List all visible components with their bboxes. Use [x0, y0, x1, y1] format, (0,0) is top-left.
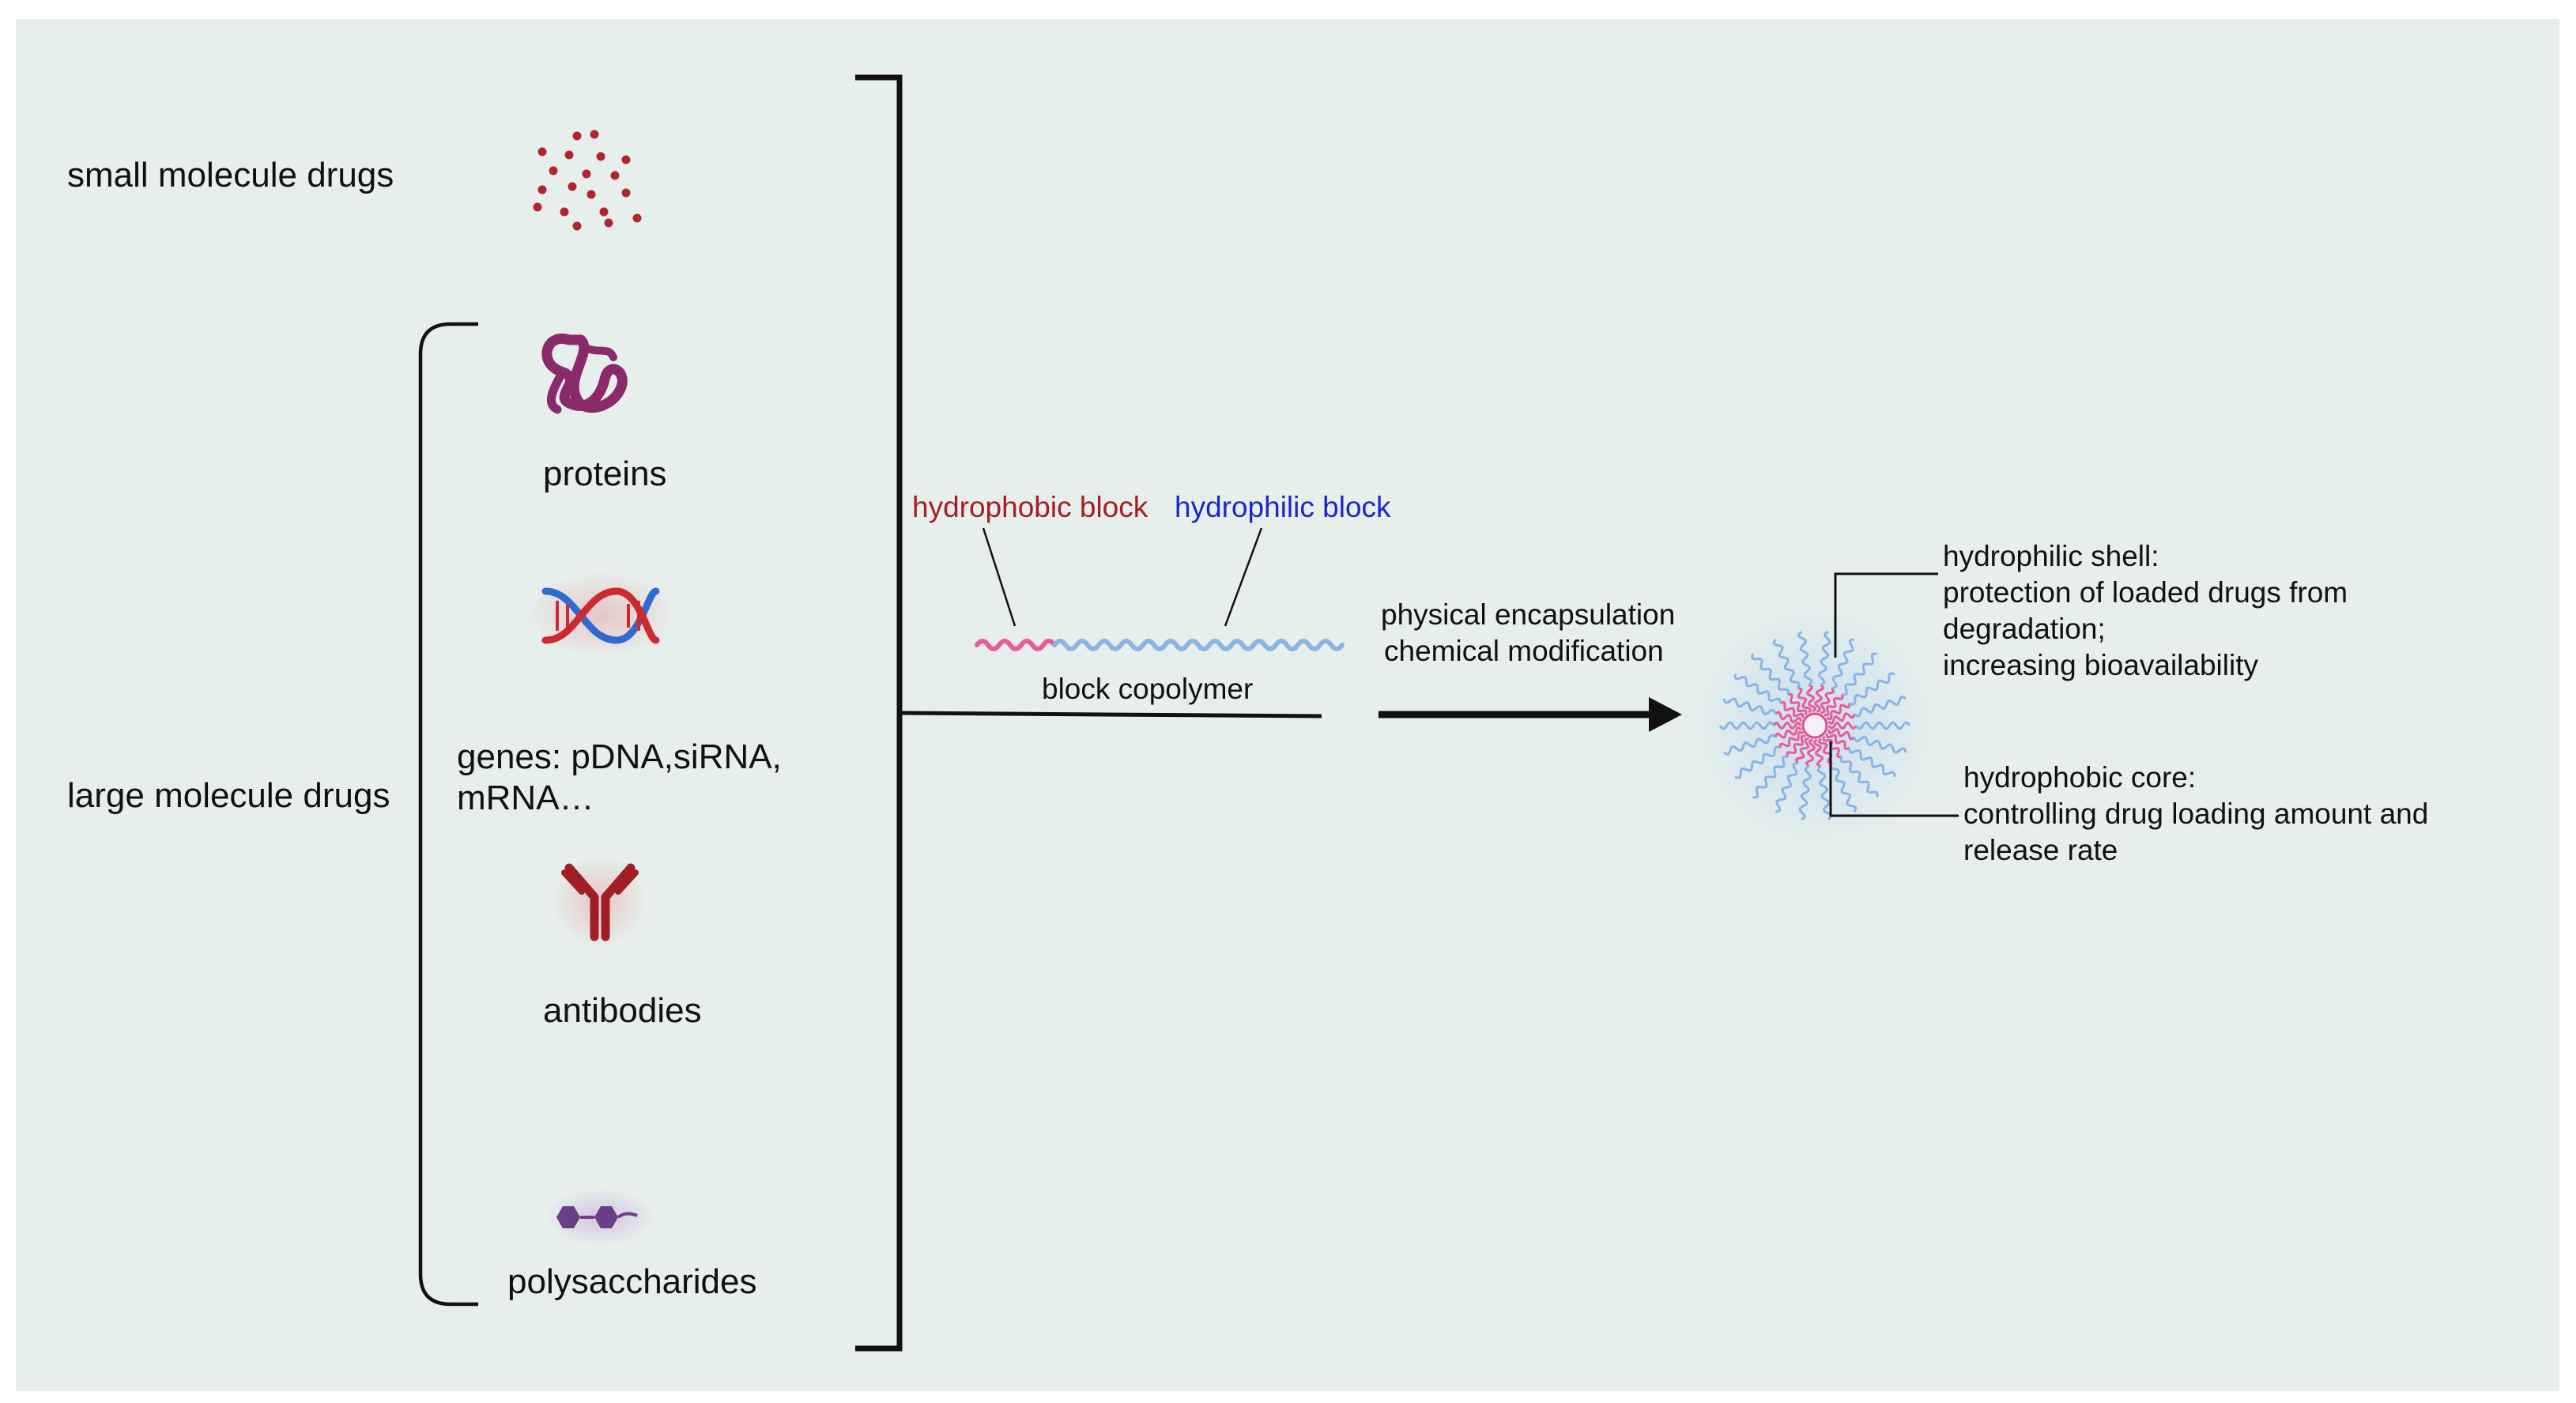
small-molecule-dots-icon — [533, 130, 642, 231]
shell-line3: increasing bioavailability — [1943, 649, 2258, 681]
micelle-core-chain — [1827, 728, 1855, 741]
hydrophilic-pointer-line — [1224, 527, 1263, 627]
core-line1: controlling drug loading amount and — [1963, 798, 2428, 830]
core-title: hydrophobic core: — [1963, 761, 2196, 794]
micelle-shell-chain — [1772, 639, 1801, 689]
shell-callout-line — [1834, 572, 1938, 658]
small-molecule-drugs-label: small molecule drugs — [67, 156, 394, 194]
micelle-core-chain — [1775, 711, 1803, 723]
micelle-shell-chain — [1775, 761, 1798, 813]
micelle-core-chain — [1797, 687, 1812, 714]
micelle-shell-chain — [1818, 630, 1831, 686]
genes-label-line2: mRNA… — [457, 779, 594, 817]
micelle-core-chain — [1824, 694, 1844, 717]
micelle-core-chain — [1818, 737, 1833, 764]
micelle-shell-chain — [1734, 745, 1781, 779]
micelle-shell-chain — [1718, 721, 1775, 730]
micelle-core-chain — [1825, 733, 1850, 750]
large-molecule-bracket — [418, 322, 478, 1307]
polysaccharides-label: polysaccharides — [507, 1262, 757, 1301]
micelle-core-chain — [1786, 734, 1806, 757]
micelle-shell-chain — [1849, 672, 1895, 706]
process-label-line1: physical encapsulation — [1381, 598, 1675, 631]
micelle-core-chain — [1812, 738, 1824, 768]
process-label-line2: chemical modification — [1384, 635, 1664, 667]
micelle-icon — [1688, 599, 1941, 852]
shell-line2: degradation; — [1943, 613, 2106, 645]
micelle-core-chain — [1795, 737, 1809, 764]
hydrophilic-block-label: hydrophilic block — [1175, 491, 1391, 523]
bracket-connector-line — [899, 711, 1322, 718]
hydrophobic-pointer-line — [982, 527, 1016, 627]
micelle-core-chain — [1826, 703, 1851, 721]
micelle-shell-chain — [1853, 696, 1907, 718]
micelle-shell-chain — [1733, 673, 1782, 704]
hydrophobic-block-label: hydrophobic block — [912, 491, 1148, 523]
micelle-core-chain — [1774, 726, 1802, 739]
micelle-core-chain — [1778, 730, 1804, 749]
micelle-shell-chain — [1839, 756, 1879, 798]
micelle-shell-chain — [1798, 765, 1812, 821]
micelle-shell-chain — [1751, 654, 1790, 696]
micelle-shell-chain — [1848, 747, 1896, 778]
micelle-core-chain — [1806, 684, 1817, 713]
micelle-shell-chain — [1752, 755, 1788, 799]
background-panel — [16, 19, 2559, 1391]
antibodies-label: antibodies — [543, 991, 702, 1030]
process-arrow-head — [1649, 697, 1682, 732]
micelle-core-chain — [1772, 721, 1802, 730]
micelle-core-chain — [1827, 721, 1858, 730]
shell-title: hydrophilic shell: — [1943, 540, 2159, 572]
micelle-core-chain — [1820, 687, 1835, 715]
antibody-icon — [552, 854, 647, 949]
large-molecule-drugs-label: large molecule drugs — [67, 776, 390, 815]
micelle-core-chain — [1827, 712, 1856, 725]
shell-line1: protection of loaded drugs from — [1943, 576, 2348, 609]
hydrophilic-block-chain — [1052, 639, 1345, 651]
micelle-core-chain — [1813, 684, 1825, 713]
protein-icon — [541, 333, 628, 414]
micelle-shell-chain — [1797, 631, 1813, 686]
dna-icon — [526, 571, 676, 658]
micelle-shell-chain — [1853, 735, 1907, 754]
hydrophobic-block-chain — [975, 639, 1057, 651]
micelle-shell-chain — [1829, 762, 1858, 813]
core-line2: release rate — [1963, 834, 2118, 866]
proteins-label: proteins — [543, 454, 667, 493]
block-copolymer-label: block copolymer — [1042, 673, 1253, 705]
micelle-shell-chain — [1723, 734, 1777, 756]
genes-label-line1: genes: pDNA,siRNA, — [457, 737, 782, 776]
polysaccharide-icon — [545, 1189, 656, 1246]
micelle-shell-chain — [1831, 638, 1855, 690]
micelle-shell-chain — [1842, 652, 1877, 696]
micelle-shell-chain — [1854, 721, 1911, 730]
micelle-core-chain — [1779, 701, 1805, 718]
micelle-core-chain — [1805, 738, 1816, 768]
micelle-shell-chain — [1722, 697, 1777, 716]
core-callout-line — [1829, 741, 1959, 817]
micelle-core-chain — [1787, 692, 1808, 715]
micelle-shell-chain — [1816, 765, 1833, 820]
